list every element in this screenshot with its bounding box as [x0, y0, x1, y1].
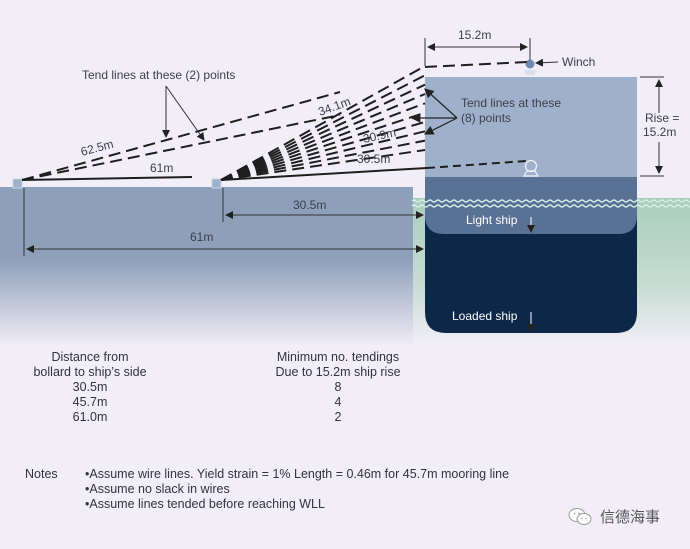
wechat-icon [568, 507, 592, 525]
label-tend-eight-line2: (8) points [461, 111, 511, 125]
label-61m-top: 61m [150, 161, 173, 175]
label-light-ship: Light ship [466, 213, 518, 227]
label-tend-eight-line1: Tend lines at these [461, 96, 561, 110]
note-item: Assume no slack in wires [85, 482, 509, 497]
table-cell: 2 [334, 410, 342, 424]
tending-line [220, 83, 426, 181]
label-loaded-ship: Loaded ship [452, 309, 518, 323]
tending-line [220, 93, 426, 181]
pointer-arrow [424, 88, 458, 119]
label-tend-two-points: Tend lines at these (2) points [82, 68, 235, 82]
note-item: Assume wire lines. Yield strain = 1% Len… [85, 467, 509, 482]
tending-line [220, 74, 426, 181]
tending-line [220, 102, 426, 181]
notes-list: Assume wire lines. Yield strain = 1% Len… [85, 467, 509, 512]
table-cell: 4 [334, 395, 342, 409]
mooring-line-30-5m [220, 167, 428, 181]
tending-fan [220, 65, 426, 181]
mooring-line-61m [21, 176, 193, 181]
winch-pointer [535, 58, 559, 67]
waterline-wave [411, 199, 690, 203]
pointer-arrow [165, 85, 205, 141]
tending-line [220, 65, 426, 181]
bollard-left [12, 178, 23, 189]
table-tendings-column: Minimum no. tendings Due to 15.2m ship r… [258, 350, 418, 425]
note-item: Assume lines tended before reaching WLL [85, 497, 509, 512]
waterline-wave [411, 204, 690, 208]
label-top-width: 15.2m [458, 28, 491, 42]
table-cell: 8 [334, 380, 342, 394]
watermark-text: 信德海事 [600, 509, 661, 526]
ship-hull-light [425, 177, 637, 234]
label-dim-30-5m: 30.5m [293, 198, 326, 212]
tending-line [220, 149, 426, 181]
label-winch: Winch [562, 55, 595, 69]
line-to-fairlead [426, 160, 527, 169]
table-cell: 61.0m [72, 410, 108, 424]
label-rise-line2: 15.2m [643, 125, 676, 139]
table-cell: 30.5m [72, 380, 108, 394]
ship-upper-hull [425, 77, 637, 177]
mooring-line-tended [21, 114, 341, 181]
notes-label: Notes [25, 467, 58, 481]
label-rise-line1: Rise = [645, 111, 679, 125]
tending-line [220, 139, 426, 181]
bollard-mid [211, 178, 222, 189]
table-header: bollard to ship’s side [33, 365, 147, 379]
mooring-line-62-5m [21, 91, 341, 181]
label-30-9m: 30.9m [362, 125, 398, 146]
line-to-winch [424, 61, 528, 68]
table-cell: 45.7m [72, 395, 108, 409]
table-header: Distance from [51, 350, 129, 364]
label-30-5m-top: 30.5m [357, 152, 390, 166]
watermark: 信德海事 [568, 506, 660, 527]
mooring-diagram: Tend lines at these (2) points Tend line… [0, 28, 690, 345]
label-dim-61m: 61m [190, 230, 213, 244]
quay [0, 187, 413, 345]
table-header: Minimum no. tendings [276, 350, 400, 364]
pointer-arrow [423, 117, 458, 135]
fairlead-icon [522, 159, 540, 177]
winch-icon [524, 59, 536, 75]
table-header: Due to 15.2m ship rise [275, 365, 401, 379]
table-distance-column: Distance from bollard to ship’s side 30.… [20, 350, 160, 425]
